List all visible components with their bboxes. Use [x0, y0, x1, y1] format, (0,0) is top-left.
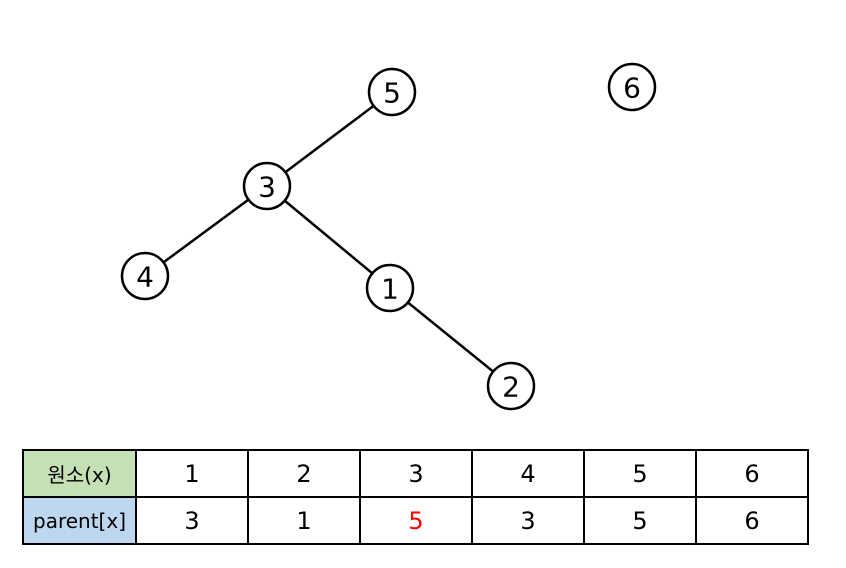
edges — [144, 91, 512, 387]
edge-1-2 — [389, 287, 512, 387]
element-row-header: 원소(x) — [22, 449, 137, 498]
edge-5-3 — [266, 91, 393, 187]
node-circle-3 — [242, 161, 292, 211]
parent-row: parent[x] 3 1 5 3 5 6 — [22, 496, 809, 545]
node-circle-1 — [365, 263, 415, 313]
element-cell-4: 4 — [471, 449, 585, 498]
node-6: 6 — [607, 62, 657, 112]
tree-diagram: 5 6 3 4 1 2 — [120, 62, 657, 411]
node-5: 5 — [367, 67, 417, 117]
parent-cell-2: 1 — [247, 496, 361, 545]
node-label-2: 2 — [502, 371, 520, 404]
node-3: 3 — [242, 161, 292, 211]
nodes: 5 6 3 4 1 2 — [120, 62, 657, 411]
node-4: 4 — [120, 251, 170, 301]
node-label-5: 5 — [383, 77, 401, 110]
node-circle-2 — [486, 361, 536, 411]
parent-cell-4: 3 — [471, 496, 585, 545]
element-cell-2: 2 — [247, 449, 361, 498]
element-cell-1: 1 — [135, 449, 249, 498]
node-label-4: 4 — [136, 261, 154, 294]
parent-row-header: parent[x] — [22, 496, 137, 545]
element-cell-6: 6 — [695, 449, 809, 498]
node-1: 1 — [365, 263, 415, 313]
element-cell-5: 5 — [583, 449, 697, 498]
parent-cell-1: 3 — [135, 496, 249, 545]
node-circle-5 — [367, 67, 417, 117]
node-circle-6 — [607, 62, 657, 112]
node-2: 2 — [486, 361, 536, 411]
parent-cell-3: 5 — [359, 496, 473, 545]
edge-3-1 — [266, 185, 391, 289]
parent-cell-6: 6 — [695, 496, 809, 545]
node-circle-4 — [120, 251, 170, 301]
node-label-6: 6 — [623, 72, 641, 105]
element-cell-3: 3 — [359, 449, 473, 498]
node-label-3: 3 — [258, 171, 276, 204]
element-row: 원소(x) 1 2 3 4 5 6 — [22, 449, 809, 498]
parent-cell-5: 5 — [583, 496, 697, 545]
node-label-1: 1 — [381, 273, 399, 306]
edge-3-4 — [144, 184, 268, 278]
parent-array-table: 원소(x) 1 2 3 4 5 6 parent[x] 3 1 5 3 5 6 — [22, 449, 809, 545]
